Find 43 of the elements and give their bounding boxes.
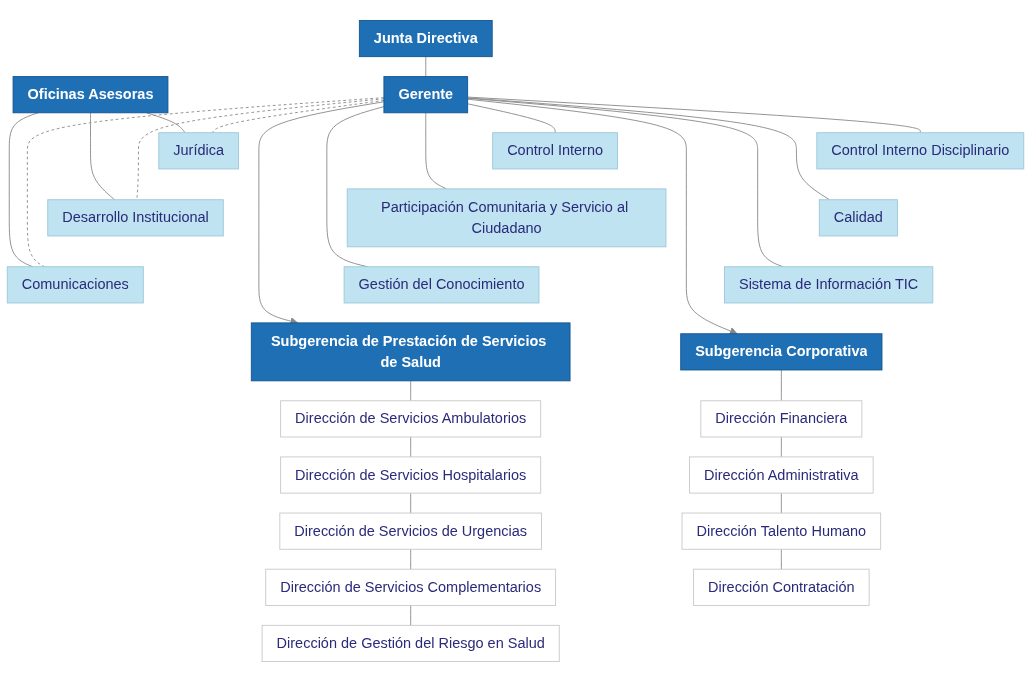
node-box: Dirección Financiera <box>700 400 863 438</box>
node-box: Junta Directiva <box>358 20 493 58</box>
node-box: Comunicaciones <box>6 266 144 304</box>
connector <box>780 492 782 514</box>
connector <box>467 96 921 134</box>
connector <box>410 548 412 570</box>
node-box: Dirección de Servicios Ambulatorios <box>280 400 542 438</box>
connector <box>8 112 39 268</box>
connector <box>410 604 412 626</box>
node-box: Participación Comunitaria y Servicio al Ciudadano <box>346 188 667 248</box>
connector <box>26 97 385 268</box>
node-box: Gerente <box>383 76 469 114</box>
node-box: Control Interno Disciplinario <box>816 132 1025 170</box>
connector <box>136 98 385 201</box>
node-box: Jurídica <box>158 132 239 170</box>
node-box: Dirección de Gestión del Riesgo en Salud <box>261 624 560 662</box>
connector <box>780 369 782 402</box>
connector <box>467 103 556 134</box>
node-box: Dirección Administrativa <box>689 456 874 494</box>
node-box: Subgerencia Corporativa <box>680 333 883 371</box>
connector <box>780 436 782 458</box>
node-box: Subgerencia de Prestación de Servicios de Salud <box>250 322 571 382</box>
node-box: Control Interno <box>492 132 618 170</box>
node-box: Dirección de Servicios de Urgencias <box>279 512 542 550</box>
node-box: Gestión del Conocimiento <box>343 266 540 304</box>
node-box: Dirección Talento Humano <box>681 512 882 550</box>
connector <box>425 112 447 190</box>
connector <box>410 380 412 402</box>
connector <box>326 106 385 268</box>
connector <box>780 548 782 570</box>
connector <box>146 112 186 134</box>
node-box: Dirección Contratación <box>693 568 870 606</box>
connector <box>425 56 427 78</box>
node-box: Dirección de Servicios Complementarios <box>265 568 557 606</box>
connector <box>410 436 412 458</box>
node-box: Calidad <box>818 199 898 237</box>
node-box: Dirección de Servicios Hospitalarios <box>280 456 542 494</box>
connector <box>90 112 116 201</box>
node-box: Sistema de Información TIC <box>724 266 934 304</box>
node-box: Oficinas Asesoras <box>12 76 169 114</box>
node-box: Desarrollo Institucional <box>47 199 224 237</box>
connector <box>410 492 412 514</box>
connector <box>467 97 830 201</box>
